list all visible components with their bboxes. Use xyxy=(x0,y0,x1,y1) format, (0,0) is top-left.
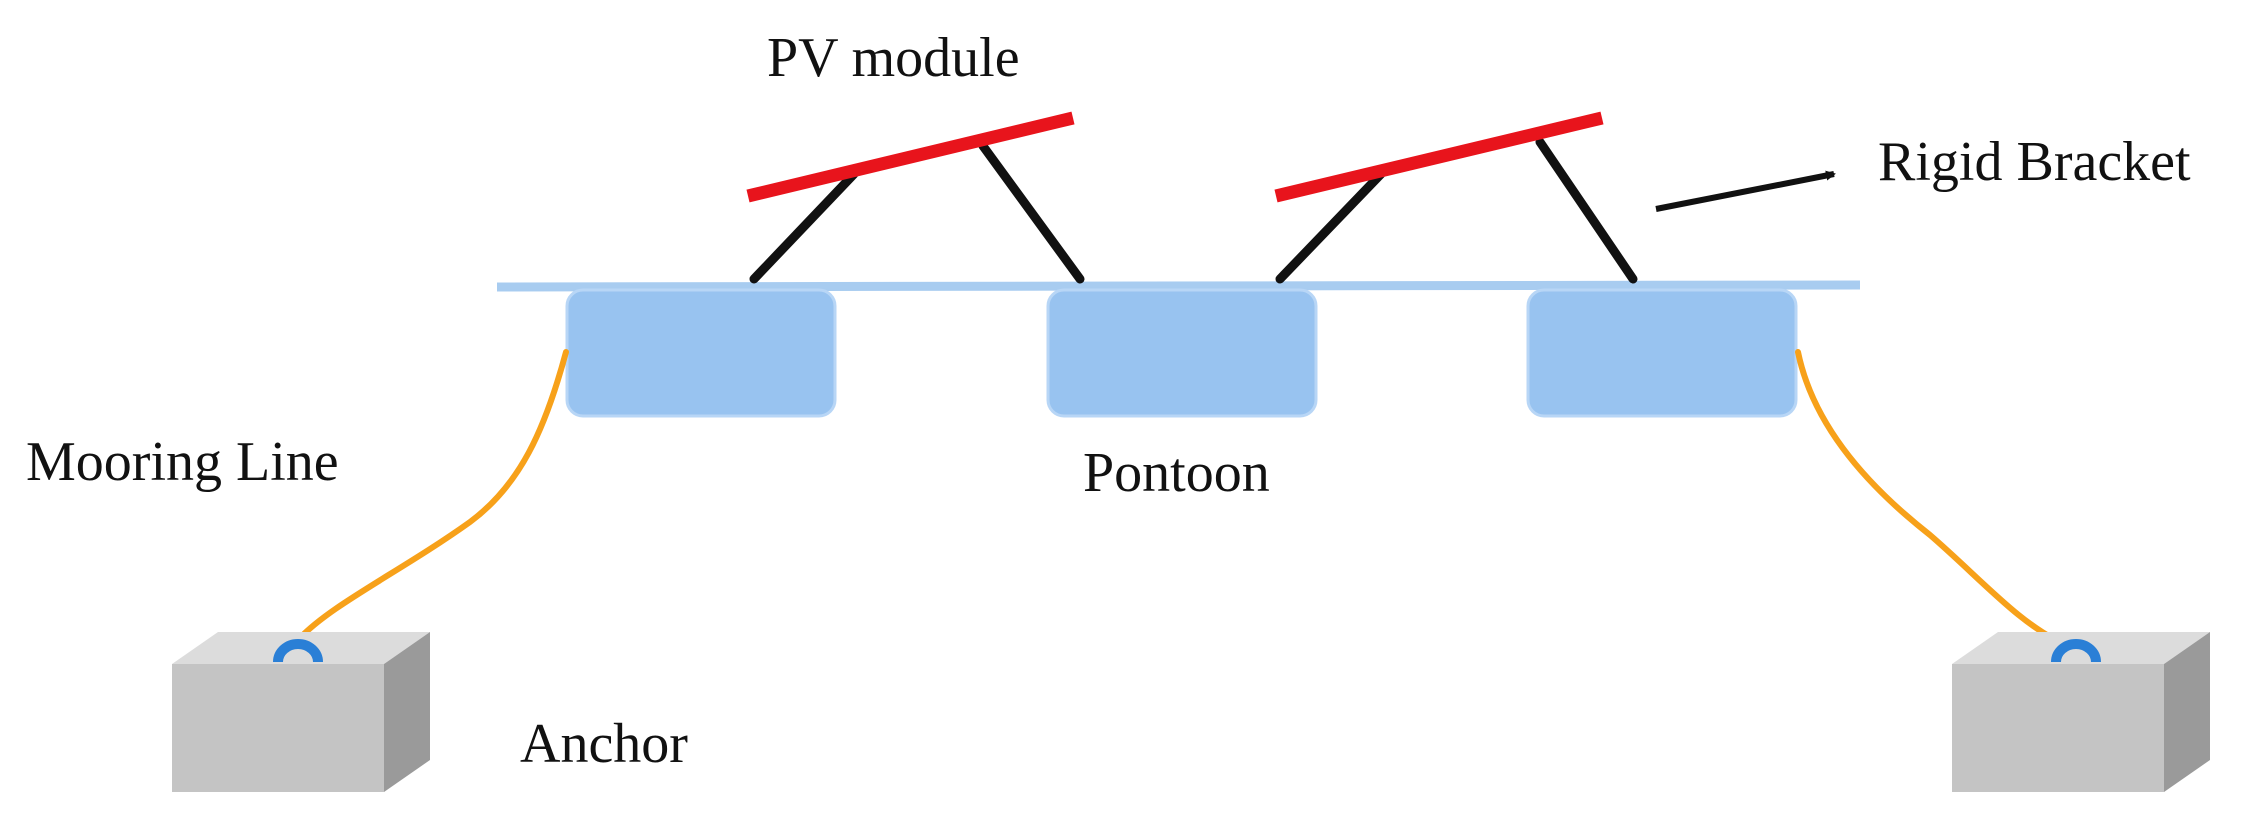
bracket-2-front-leg xyxy=(1275,169,1386,284)
rigid-bracket-arrow xyxy=(1655,170,1836,212)
mooring-line-left xyxy=(295,349,569,643)
rigid-brackets xyxy=(749,137,1638,284)
label-pv-module: PV module xyxy=(767,27,1020,89)
pv-modules xyxy=(746,111,1604,203)
pontoon-middle xyxy=(1046,288,1318,418)
bracket-1-rear-leg xyxy=(978,141,1085,284)
shackle-right-icon xyxy=(2051,639,2101,663)
label-anchor: Anchor xyxy=(520,713,688,775)
label-pontoon: Pontoon xyxy=(1083,442,1270,504)
pv-panel-2 xyxy=(1274,111,1604,203)
pv-panel-1 xyxy=(746,111,1075,203)
pontoons xyxy=(565,288,1798,418)
anchor-left-front xyxy=(172,664,384,792)
mooring-line-right xyxy=(1795,349,2069,648)
mooring-lines xyxy=(295,349,2069,648)
bracket-2-rear-leg xyxy=(1535,137,1638,284)
anchor-right xyxy=(1952,632,2210,792)
shackle-left-icon xyxy=(273,639,323,663)
anchor-right-front xyxy=(1952,664,2164,792)
pontoon-left xyxy=(565,288,837,418)
anchor-left xyxy=(172,632,430,792)
label-rigid-bracket: Rigid Bracket xyxy=(1878,131,2191,193)
water-line xyxy=(496,280,1861,292)
anchor-right-side xyxy=(2164,632,2210,792)
pontoon-right xyxy=(1526,288,1798,418)
anchor-left-side xyxy=(384,632,430,792)
label-mooring-line: Mooring Line xyxy=(26,431,339,493)
bracket-1-front-leg xyxy=(749,169,859,284)
